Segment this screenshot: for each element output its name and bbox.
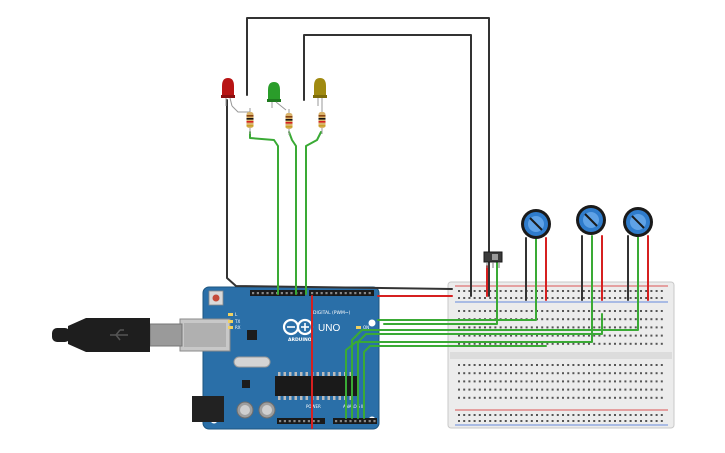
wire-green-red-led[interactable] <box>249 131 279 295</box>
wire-green-pot3-signal[interactable] <box>351 235 639 419</box>
wire-green-a3[interactable] <box>363 345 547 419</box>
power-jack <box>192 396 224 422</box>
brand-label: ARDUINO <box>288 337 312 343</box>
wire-black-gnd-loop[interactable] <box>246 17 490 297</box>
breadboard[interactable] <box>447 281 675 429</box>
crystal-oscillator <box>233 356 271 368</box>
wire-green-green-led[interactable] <box>288 131 297 295</box>
potentiometer[interactable] <box>576 205 606 235</box>
wire-green-switch[interactable] <box>383 261 498 325</box>
power-header[interactable] <box>277 418 325 424</box>
breadboard-holes <box>458 290 663 422</box>
usb-cable[interactable] <box>52 318 183 352</box>
resistor[interactable] <box>318 108 326 134</box>
wire-black-led-gnd[interactable] <box>226 99 453 290</box>
onboard-led-tx <box>228 320 233 323</box>
wire-green-yellow-led[interactable] <box>305 131 322 295</box>
potentiometer[interactable] <box>521 209 551 239</box>
wire-green-pot1-signal[interactable] <box>377 237 537 321</box>
led-yellow[interactable] <box>313 78 327 112</box>
led-green[interactable] <box>267 82 287 111</box>
digital-label: DIGITAL (PWM~) <box>313 310 351 316</box>
capacitor-top <box>240 405 250 415</box>
power-label: POWER <box>306 404 321 409</box>
wire-black-gnd-loop-inner[interactable] <box>303 34 472 297</box>
wire-green-pot2-signal[interactable] <box>345 235 593 419</box>
usb-plug-metal <box>149 323 183 347</box>
led-red[interactable] <box>221 78 251 114</box>
analog-label: ANALOG IN <box>343 404 365 409</box>
potentiometer[interactable] <box>623 207 653 237</box>
wire-green-a2[interactable] <box>357 313 603 419</box>
switch-knob[interactable] <box>492 254 498 260</box>
potentiometers <box>521 205 653 239</box>
onboard-led-on <box>356 326 361 329</box>
wires <box>226 17 649 429</box>
arduino-uno-board[interactable]: L TX RX ON UNO ARDUINO DIGITAL (PWM~) PO… <box>179 286 380 430</box>
uno-label: UNO <box>318 323 340 334</box>
slide-switch[interactable] <box>483 251 503 268</box>
leds <box>221 78 327 135</box>
usb-cable-end <box>52 328 70 342</box>
arduino-logo <box>282 318 314 336</box>
small-chip <box>247 330 257 340</box>
onboard-led-rx <box>228 326 233 329</box>
onboard-led-l <box>228 313 233 316</box>
capacitor-top <box>262 405 272 415</box>
usb-jack-inner <box>184 323 226 347</box>
mounting-hole <box>368 319 376 327</box>
usb-plug-body <box>68 318 150 352</box>
breadboard-channel <box>450 352 672 359</box>
label-rx: RX <box>235 325 241 330</box>
voltage-regulator <box>242 380 250 388</box>
reset-button-cap[interactable] <box>212 294 220 302</box>
label-tx: TX <box>234 319 240 324</box>
atmega-chip <box>275 376 357 396</box>
resistors <box>246 108 326 135</box>
resistor[interactable] <box>246 108 254 134</box>
label-on: ON <box>363 325 369 330</box>
resistor[interactable] <box>285 109 293 135</box>
label-l: L <box>235 312 238 317</box>
usb-symbol-icon <box>110 329 128 341</box>
